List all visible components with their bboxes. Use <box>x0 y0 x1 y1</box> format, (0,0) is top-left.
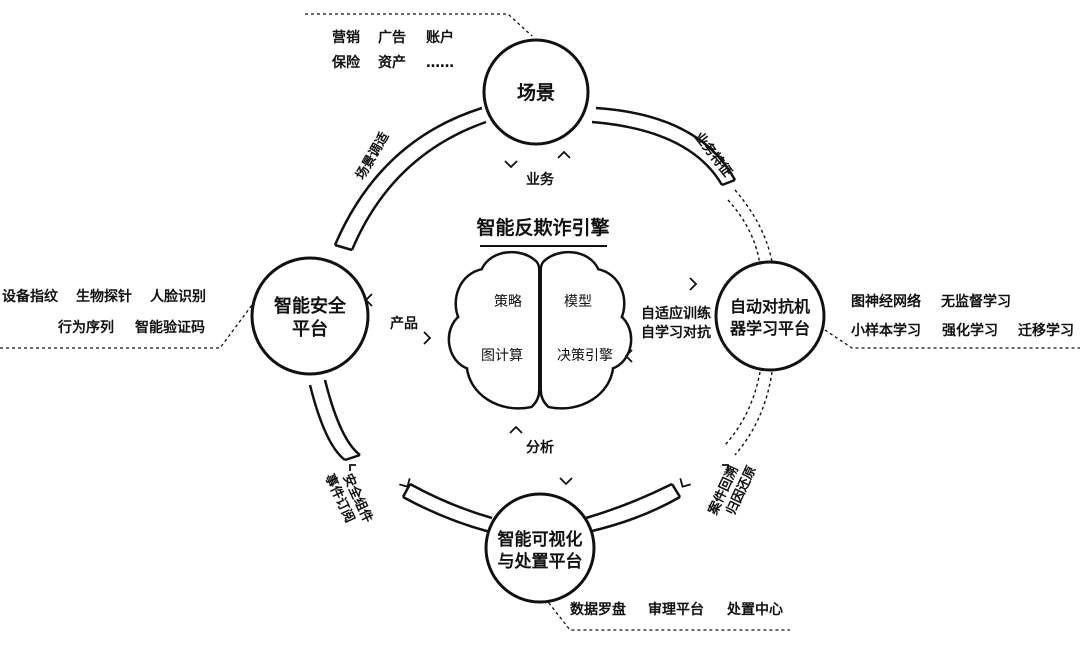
arc-cap <box>344 453 361 462</box>
chevron-icon <box>399 478 411 488</box>
visual-circle <box>484 492 596 604</box>
leader-ml <box>824 329 1080 349</box>
security-tag: 行为序列 <box>57 319 114 336</box>
scene-tag: 资产 <box>378 54 406 71</box>
ml-title-line2: 器学习平台 <box>729 319 810 338</box>
node-circles <box>250 38 826 604</box>
outer-ring <box>308 106 737 534</box>
chevron-icon <box>509 425 523 434</box>
arc-security-visual-inner <box>323 379 361 456</box>
engine-quadrant-model: 模型 <box>564 294 592 310</box>
label-product: 产品 <box>390 315 418 332</box>
security-tag: 人脸识别 <box>150 288 206 305</box>
leader-scene <box>305 13 533 37</box>
chevron-icon <box>689 277 698 291</box>
ml-dashed-loop <box>724 189 773 456</box>
security-tag: 设备指纹 <box>2 288 59 305</box>
ml-tag: 强化学习 <box>942 322 998 339</box>
chevron-icon <box>722 464 729 471</box>
security-title-line2: 平台 <box>292 318 328 340</box>
scene-tag: 账户 <box>426 29 454 46</box>
scene-title: 场景 <box>517 82 555 104</box>
arc-scene-security-outer <box>333 106 483 246</box>
dashed-arc-ml-top <box>734 189 773 263</box>
ml-tag: 图神经网络 <box>851 293 921 310</box>
visual-tag: 数据罗盘 <box>570 601 626 618</box>
engine-title: 智能反欺诈引擎 <box>476 216 609 239</box>
scene-tag: 营销 <box>332 29 360 46</box>
ml-tag: 迁移学习 <box>1018 322 1074 339</box>
arc-visual-left-outer <box>402 495 491 534</box>
arc-visual-right-inner <box>585 482 673 520</box>
engine-quadrant-decision: 决策引擎 <box>557 347 613 364</box>
visual-title-line2: 与处置平台 <box>498 551 583 572</box>
leader-visual <box>544 597 790 631</box>
label-analysis: 分析 <box>526 439 554 456</box>
chevron-icon <box>624 349 633 363</box>
security-tag: 智能验证码 <box>134 319 205 336</box>
arc-visual-right-outer <box>587 495 681 534</box>
engine-quadrant-graph: 图计算 <box>481 348 523 364</box>
security-tag: 生物探针 <box>76 288 132 305</box>
security-title-line1: 智能安全 <box>274 295 347 317</box>
brain-left-inner <box>450 253 538 408</box>
visual-title-line1: 智能可视化 <box>498 529 583 550</box>
leader-lines <box>0 13 1080 631</box>
label-adaptive-line1: 自适应训练 <box>641 305 711 322</box>
scene-tag: 保险 <box>331 54 361 71</box>
label-scene-tuning: 场景调适 <box>353 129 393 182</box>
security-circle <box>250 256 370 376</box>
dashed-arc-ml-top-inner <box>727 199 761 266</box>
arc-scene-security-inner <box>350 120 487 251</box>
brain-engine <box>447 245 633 410</box>
engine-quadrant-strategy: 策略 <box>494 293 522 310</box>
arc-scene-ml-outer <box>595 106 737 181</box>
brain-right-inner <box>542 253 630 408</box>
chevron-icon <box>679 478 691 488</box>
label-business: 业务 <box>526 171 555 188</box>
visual-tag: 审理平台 <box>648 601 704 618</box>
chevron-icon <box>349 464 356 471</box>
arc-cap <box>401 483 412 498</box>
ml-tag: 小样本学习 <box>851 322 921 339</box>
dashed-arc-ml-bottom-inner <box>724 371 761 446</box>
leader-security <box>0 304 253 349</box>
chevrons <box>349 150 729 488</box>
chevron-icon <box>559 477 573 486</box>
dashed-arc-ml-bottom <box>734 371 773 456</box>
ml-circle <box>714 260 826 372</box>
ml-tag: 无监督学习 <box>940 293 1011 310</box>
chevron-icon <box>557 150 571 159</box>
chevron-icon <box>364 293 373 307</box>
scene-tag: 广告 <box>378 29 406 46</box>
arc-scene-ml-inner <box>591 120 724 186</box>
label-adaptive-line2: 自学习对抗 <box>641 324 711 341</box>
arc-visual-left-inner <box>409 482 493 520</box>
chevron-icon <box>504 160 518 169</box>
scene-circle <box>482 38 590 146</box>
visual-tag: 处置中心 <box>726 601 783 618</box>
chevron-icon <box>423 331 432 345</box>
arc-security-visual-outer <box>308 384 346 461</box>
arc-cap <box>670 483 682 498</box>
scene-tag: …… <box>426 55 454 71</box>
ml-title-line1: 自动对抗机 <box>730 297 810 316</box>
arc-cap <box>334 243 353 252</box>
arc-cap <box>721 178 736 187</box>
